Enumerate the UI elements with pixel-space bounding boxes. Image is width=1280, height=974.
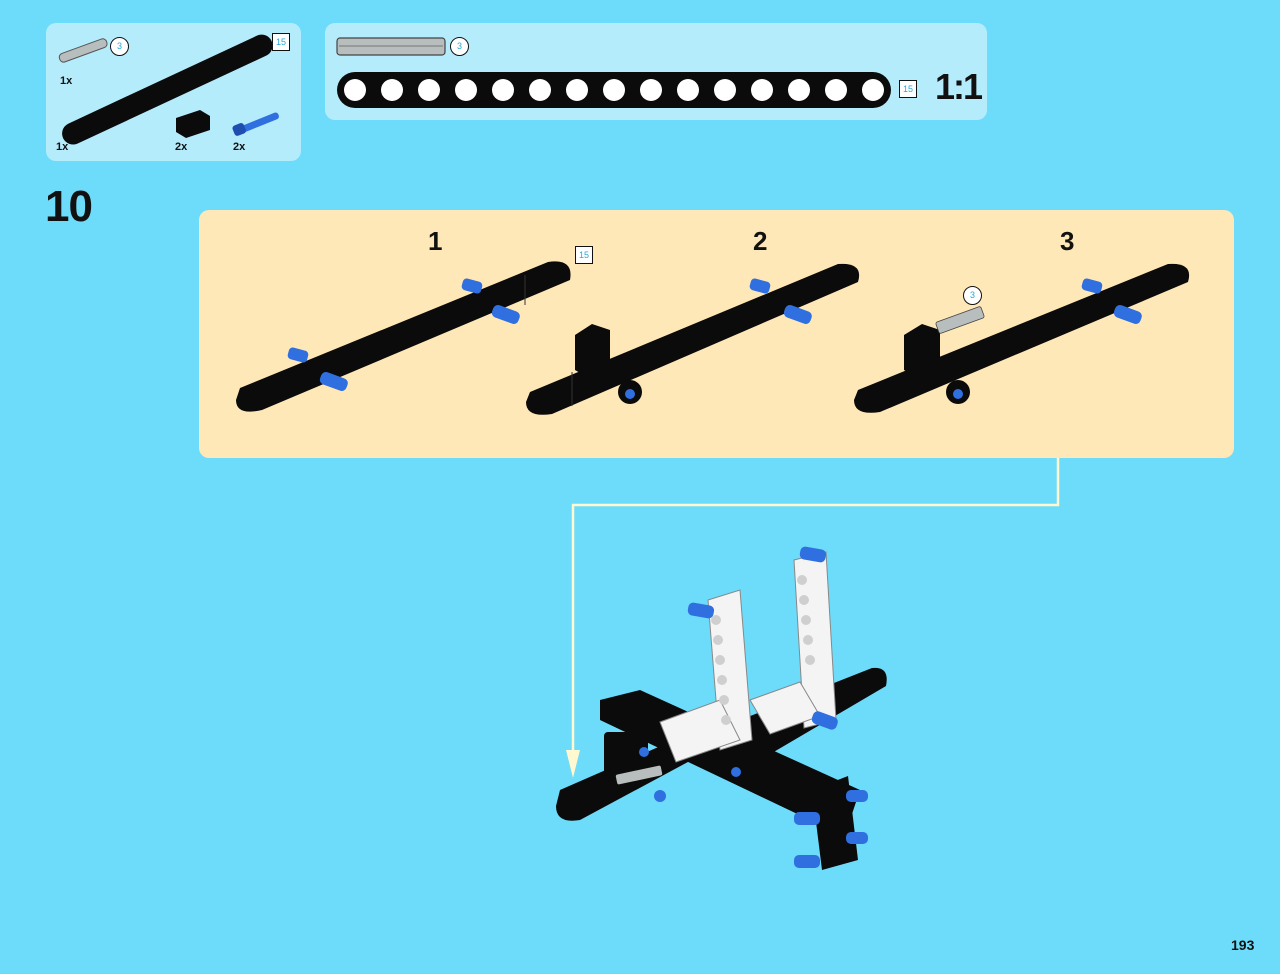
axle-3-part-icon	[58, 38, 108, 63]
scale-ratio-label: 1:1	[935, 66, 983, 107]
beam-hole	[862, 79, 884, 101]
beam-15-length-callout: 15	[272, 33, 290, 51]
beam-hole	[418, 79, 440, 101]
beam-hole	[603, 79, 625, 101]
axle-3-quantity: 1x	[60, 75, 73, 87]
substep-3-length-callout: 3	[963, 286, 982, 305]
substep-3-number: 3	[1060, 226, 1075, 256]
step-number: 10	[45, 182, 93, 231]
beam-hole	[492, 79, 514, 101]
beam-hole	[640, 79, 662, 101]
axle-3-scale-callout: 3	[450, 37, 469, 56]
beam-hole	[344, 79, 366, 101]
blue-axle-pin-quantity: 2x	[233, 141, 246, 153]
beam-15-quantity: 1x	[56, 141, 69, 153]
substep-2-illustration	[526, 263, 860, 415]
beam-15-part-icon	[62, 34, 273, 145]
substep-2-number: 2	[753, 226, 768, 256]
connector-block-part-icon	[176, 110, 210, 138]
beam-hole	[529, 79, 551, 101]
beam-hole	[381, 79, 403, 101]
beam-hole	[825, 79, 847, 101]
beam-15-scale-icon	[337, 72, 891, 108]
substep-1-illustration	[236, 261, 571, 412]
connector-block-quantity: 2x	[175, 141, 188, 153]
beam-hole	[751, 79, 773, 101]
page-number: 193	[1231, 937, 1255, 953]
blue-axle-pin-part-icon	[232, 112, 279, 136]
attach-arrow	[566, 458, 1060, 778]
substep-1-length-callout: 15	[575, 246, 593, 264]
beam-15-scale-callout: 15	[899, 80, 917, 98]
beam-hole	[455, 79, 477, 101]
beam-hole	[677, 79, 699, 101]
main-assembly-illustration	[556, 546, 887, 870]
axle-3-scale-icon	[336, 37, 446, 56]
beam-hole	[714, 79, 736, 101]
beam-hole	[788, 79, 810, 101]
substep-3-illustration	[854, 263, 1190, 413]
beam-hole	[566, 79, 588, 101]
substep-1-number: 1	[428, 226, 443, 256]
axle-3-length-callout: 3	[110, 37, 129, 56]
